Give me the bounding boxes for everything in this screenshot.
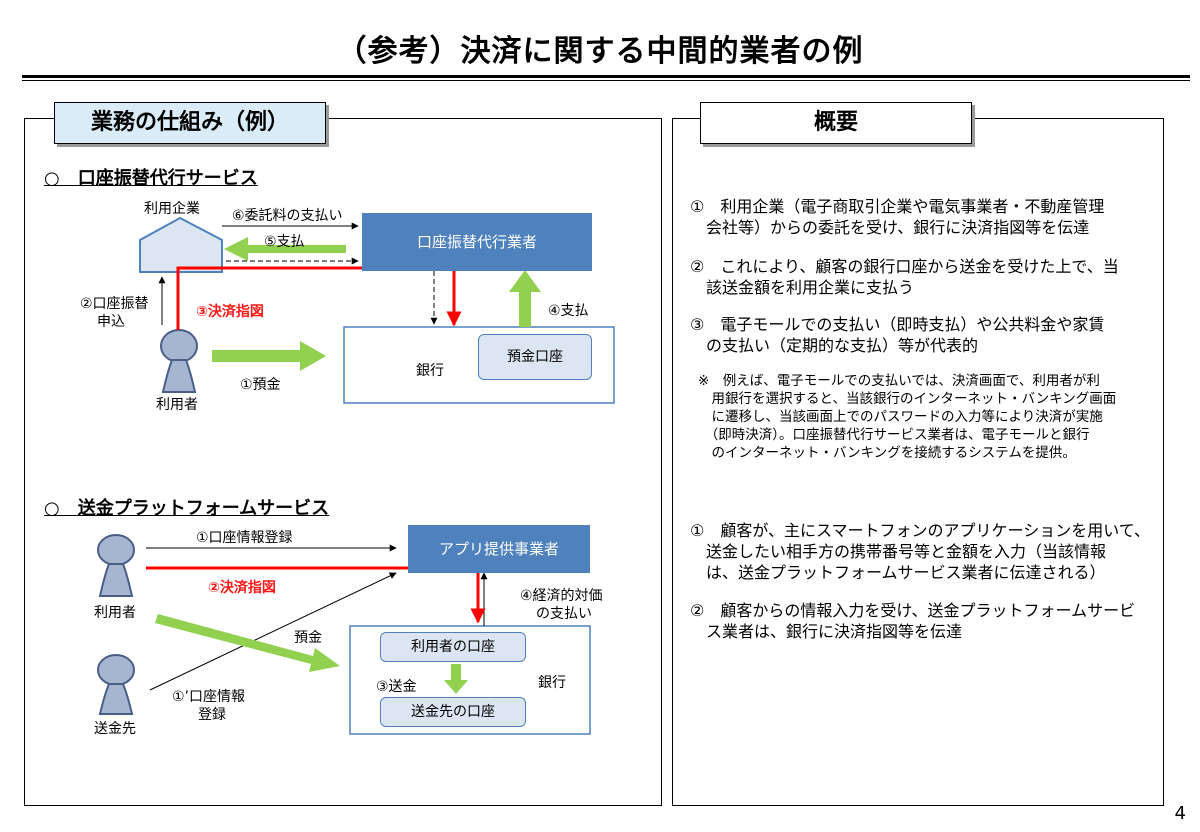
instruction2-red-arrow xyxy=(146,566,486,624)
remit-label: ③送金 xyxy=(376,679,417,695)
bank-label-1: 銀行 xyxy=(416,363,444,379)
consideration-label-1: ④経済的対価 xyxy=(520,588,603,604)
user2-label: 利用者 xyxy=(94,605,136,621)
register2-arrow xyxy=(149,572,397,691)
user2-person-icon xyxy=(97,534,135,597)
agent-box: 口座振替代行業者 xyxy=(362,213,592,271)
payment4-green-arrow xyxy=(509,270,541,327)
deposit2-label: 預金 xyxy=(294,630,322,646)
user-person-icon xyxy=(160,329,198,393)
deposit-green-arrow xyxy=(212,341,326,371)
left-panel-tab: 業務の仕組み（例） xyxy=(54,102,326,144)
fee-label: ⑥委託料の支払い xyxy=(232,208,343,224)
register2-label-2: 登録 xyxy=(198,707,226,723)
page-title: （参考）決済に関する中間的業者の例 xyxy=(336,34,864,69)
register2-label-1: ①’口座情報 xyxy=(172,689,246,705)
company-label: 利用企業 xyxy=(144,201,200,217)
title-divider-thin xyxy=(22,80,1190,81)
summary-point-q1: ① 顧客が、主にスマートフォンのアプリケーションを用いて、 送金したい相手方の携… xyxy=(690,521,1150,582)
apply-label-2: 申込 xyxy=(97,314,125,330)
payee-label: 送金先 xyxy=(94,721,136,737)
register-label: ①口座情報登録 xyxy=(196,530,293,546)
payment5-label: ⑤支払 xyxy=(264,234,305,250)
section1-heading: ○ 口座振替代行サービス xyxy=(44,168,258,189)
app-provider-box: アプリ提供事業者 xyxy=(408,525,590,573)
instruction-label: ③決済指図 xyxy=(196,304,264,320)
bank-label-2: 銀行 xyxy=(538,675,566,691)
company-building-icon xyxy=(139,216,223,273)
deposit-account-box: 預金口座 xyxy=(478,334,592,380)
deposit-label: ①預金 xyxy=(240,377,281,393)
user-account-box: 利用者の口座 xyxy=(380,632,526,662)
summary-point-q2: ② 顧客からの情報入力を受け、送金プラットフォームサービ ス業者は、銀行に決済指… xyxy=(690,601,1136,641)
summary-point-2: ② これにより、顧客の銀行口座から送金を受けた上で、当 該送金額を利用企業に支払… xyxy=(690,257,1119,297)
payee-account-box: 送金先の口座 xyxy=(380,697,526,727)
summary-point-1: ① 利用企業（電子商取引企業や電気事業者・不動産管理 会社等）からの委託を受け、… xyxy=(690,197,1105,237)
section2-heading: ○ 送金プラットフォームサービス xyxy=(44,498,330,519)
consideration-label-2: の支払い xyxy=(536,606,592,622)
payment5-green-arrow xyxy=(224,237,346,261)
payee-person-icon xyxy=(97,654,135,715)
payment4-label: ④支払 xyxy=(548,303,589,319)
apply-label-1: ②口座振替 xyxy=(80,296,149,312)
summary-note: ※ 例えば、電子モールでの支払いでは、決済画面で、利用者が利 用銀行を選択すると… xyxy=(698,373,1117,461)
summary-point-3: ③ 電子モールでの支払い（即時支払）や公共料金や家賃 の支払い（定期的な支払）等… xyxy=(690,315,1105,355)
right-panel-tab: 概要 xyxy=(700,102,972,144)
page-number: 4 xyxy=(1174,803,1186,824)
user-label: 利用者 xyxy=(156,397,198,413)
instruction-red-arrow xyxy=(176,266,462,330)
title-divider xyxy=(22,75,1190,78)
deposit2-green-arrow xyxy=(155,614,340,672)
remit-green-arrow xyxy=(444,664,468,694)
instruction2-label: ②決済指図 xyxy=(208,580,276,596)
